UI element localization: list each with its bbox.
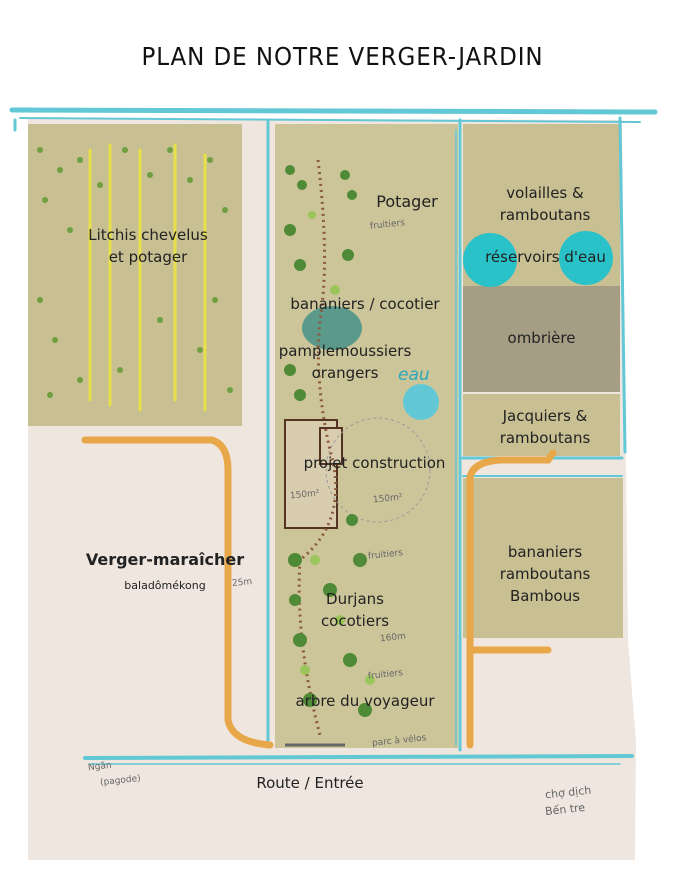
label-route: Route / Entrée: [256, 774, 364, 792]
label-bambous: bananiers ramboutans Bambous: [499, 543, 591, 605]
label-verger-maraicher: Verger-maraîcher: [85, 550, 245, 569]
label-pamplemoussiers: pamplemoussiers orangers: [278, 342, 412, 382]
label-projet-construction: projet construction: [303, 454, 446, 472]
page-title: PLAN DE NOTRE VERGER-JARDIN: [141, 42, 544, 71]
path-right: [466, 449, 557, 749]
canal-route: [83, 754, 634, 760]
central-plants-light: [300, 211, 375, 685]
zone-bambous: [463, 478, 623, 638]
label-arbre-voyageur: arbre du voyageur: [295, 692, 435, 710]
water-circle: [403, 384, 439, 420]
litchi-rows: [88, 143, 207, 412]
pond: [302, 306, 362, 350]
canal-right: [618, 116, 627, 454]
reservoir-2: [559, 231, 613, 285]
note-scale: 25m: [231, 576, 253, 590]
label-jacquiers: Jacquiers & ramboutans: [499, 407, 591, 447]
zone-jacquiers: [463, 394, 620, 456]
label-litchis: Litchis chevelus et potager: [88, 226, 208, 266]
litchi-plants: [37, 147, 233, 398]
label-bananiers-cocotier: bananiers / cocotier: [290, 295, 440, 313]
zone-ombriere: [463, 286, 620, 392]
canal-top: [9, 107, 658, 115]
label-reservoirs: réservoirs d'eau: [485, 248, 606, 266]
label-balado: baladômékong: [124, 579, 206, 592]
label-ombriere: ombrière: [507, 329, 576, 347]
note-eau: eau: [398, 365, 430, 385]
garden-path: [297, 159, 338, 736]
paths: [81, 436, 557, 749]
path-left: [81, 436, 274, 749]
label-volailles: volailles & ramboutans: [499, 184, 591, 224]
central-plants: [284, 165, 372, 717]
reservoir-1: [463, 233, 517, 287]
label-durians: Durjans cocotiers: [320, 590, 390, 630]
label-potager: Potager: [376, 192, 438, 211]
